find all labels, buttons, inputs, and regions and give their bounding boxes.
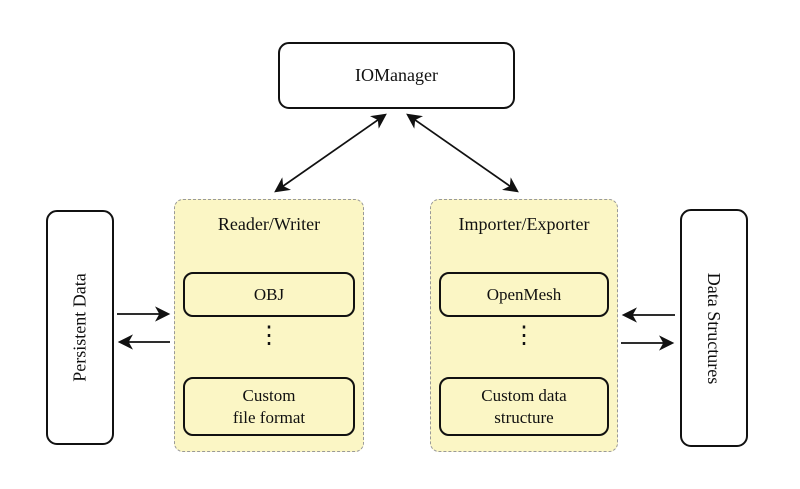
node-data-structures: Data Structures [680, 209, 748, 447]
arrow-iomanager-importerexporter [406, 113, 519, 193]
persistent-data-label: Persistent Data [69, 273, 90, 382]
group-reader-writer: Reader/Writer OBJ ⋮ Custom file format [174, 199, 364, 452]
iomanager-label: IOManager [355, 65, 438, 85]
group-reader-writer-title: Reader/Writer [217, 214, 321, 234]
node-custom-data-structure: Custom data structure [439, 377, 609, 436]
node-obj: OBJ [183, 272, 355, 317]
node-custom-file-format: Custom file format [183, 377, 355, 436]
node-iomanager: IOManager [278, 42, 515, 109]
group-importer-exporter: Importer/Exporter OpenMesh ⋮ Custom data… [430, 199, 618, 452]
ellipsis-importer-exporter: ⋮ [512, 323, 536, 349]
data-structures-label: Data Structures [704, 272, 725, 384]
ellipsis-reader-writer: ⋮ [257, 323, 281, 349]
group-importer-exporter-title: Importer/Exporter [458, 214, 590, 234]
node-persistent-data: Persistent Data [46, 210, 114, 445]
arrow-iomanager-readerwriter [274, 113, 387, 193]
node-openmesh: OpenMesh [439, 272, 609, 317]
